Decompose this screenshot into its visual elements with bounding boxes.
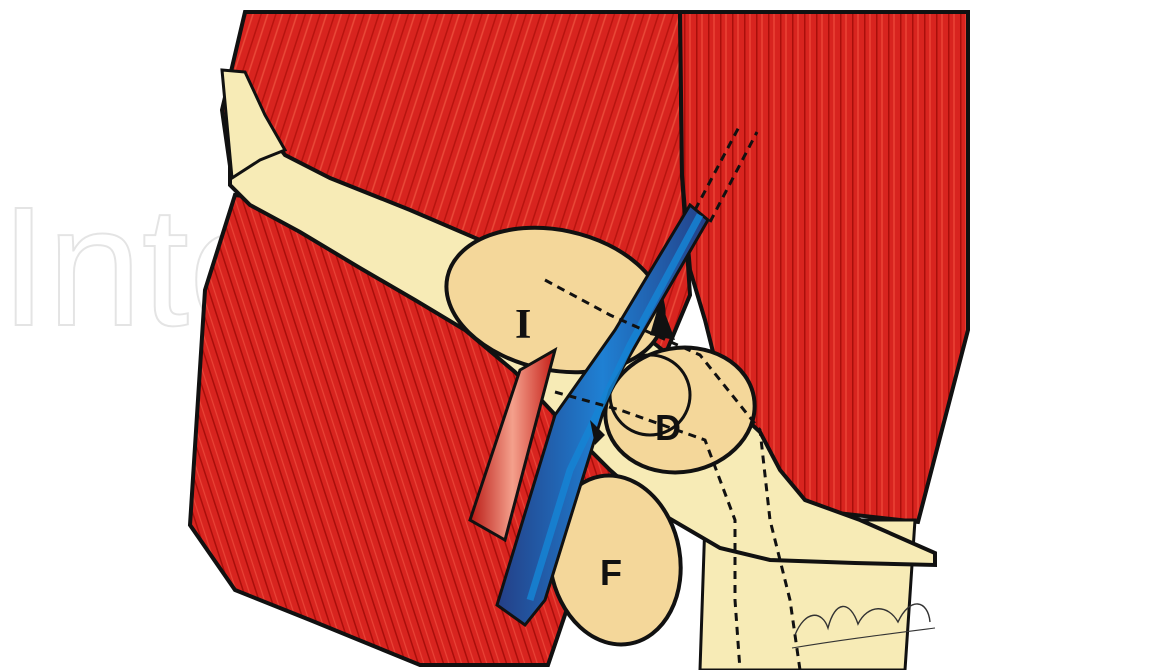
label-i: I	[515, 302, 531, 348]
label-d: D	[655, 407, 681, 448]
label-f: F	[600, 552, 622, 593]
